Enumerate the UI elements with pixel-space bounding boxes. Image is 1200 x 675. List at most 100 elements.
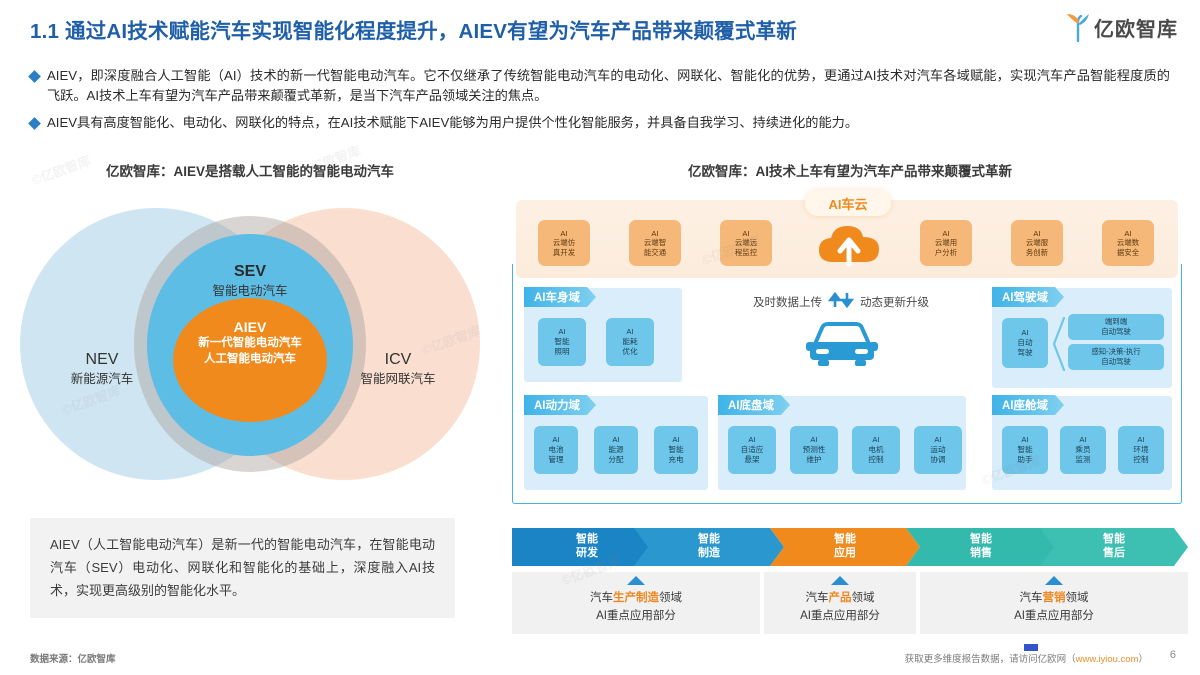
cloud-chip[interactable]: AI 云端数 据安全 [1102, 220, 1154, 266]
chip-line-2: 能耗 [622, 337, 638, 347]
chip-line-1: AI [1137, 435, 1145, 445]
chip-line-3: 悬架 [744, 454, 760, 464]
chip-line-3: 照明 [554, 346, 570, 356]
chip-line-1: AI [942, 228, 950, 238]
domain-chip[interactable]: AI 能耗 优化 [606, 318, 654, 366]
flow-section-title: 亿欧智库：AI技术上车有望为汽车产品带来颠覆式革新 [688, 164, 1012, 179]
chip-line-3: 户分析 [934, 247, 958, 257]
chip-line-1: AI [1033, 228, 1041, 238]
chip-line-3: 分配 [608, 454, 624, 464]
domain-cockpit-tag: AI座舱域 [992, 395, 1064, 415]
callout-highlight: 营销 [1042, 592, 1066, 604]
footer-link[interactable]: www.iyiou.com [1075, 654, 1139, 665]
data-sync-labels: 及时数据上传 动态更新升级 [702, 291, 980, 311]
domain-chip-driving-branch[interactable]: 感知-决策-执行 自动驾驶 [1068, 344, 1164, 370]
domain-chip-driving-main[interactable]: AI 自动 驾驶 [1002, 318, 1048, 368]
chip-line-2: 自动 [1017, 338, 1033, 348]
venn-icv-name: 智能网联汽车 [360, 371, 436, 386]
footer-note: 获取更多维度报告数据，请访问亿欧网（www.iyiou.com） [905, 651, 1148, 665]
domain-chip[interactable]: AI 智能 助手 [1002, 426, 1048, 474]
venn-label-aiev: AIEV 新一代智能电动汽车 人工智能电动汽车 [165, 318, 335, 367]
domain-cockpit: AI座舱域 AI 智能 助手 AI 乘员 监测 AI 环境 控制 [992, 396, 1172, 490]
chip-line-1: AI [1021, 328, 1029, 338]
ai-cloud-tag: AI车云 [805, 190, 891, 216]
chip-line-1: AI [748, 435, 756, 445]
triangle-up-icon [1045, 576, 1063, 585]
domain-chip-driving-branch[interactable]: 端到端 自动驾驶 [1068, 314, 1164, 340]
chip-line-3: 能交通 [643, 247, 667, 257]
venn-nev-name: 新能源汽车 [70, 371, 134, 386]
chip-line-3: 驾驶 [1017, 347, 1033, 357]
chip-line-3: 优化 [622, 346, 638, 356]
domain-power-tag: AI动力域 [524, 395, 596, 415]
venn-aiev-name1: 新一代智能电动汽车 [198, 337, 302, 350]
slide-header: 1.1 通过AI技术赋能汽车实现智能化程度提升，AIEV有望为汽车产品带来颠覆式… [0, 0, 1200, 58]
chain-line-2: 销售 [970, 547, 992, 559]
chip-line-2: 自动驾驶 [1101, 357, 1131, 366]
venn-aiev-name2: 人工智能电动汽车 [204, 352, 296, 365]
chip-line-1: AI [1124, 228, 1132, 238]
domain-chip[interactable]: AI 乘员 监测 [1060, 426, 1106, 474]
leaf-icon [1065, 12, 1091, 43]
chip-line-3: 控制 [868, 454, 884, 464]
domain-chip[interactable]: AI 预测性 维护 [790, 426, 838, 474]
callout-production: 汽车生产制造领域 AI重点应用部分 [512, 572, 760, 634]
chip-line-1: AI [872, 435, 880, 445]
venn-sev-abbr: SEV [233, 263, 266, 280]
footer-note-post: ） [1138, 654, 1148, 665]
cloud-chip[interactable]: AI 云端仿 真开发 [538, 220, 590, 266]
chain-step-application[interactable]: 智能 应用 [770, 528, 920, 566]
chip-line-1: AI [1079, 435, 1087, 445]
domain-chip[interactable]: AI 电池 管理 [534, 426, 578, 474]
chip-line-2: 云端数 [1116, 238, 1140, 248]
upload-label: 及时数据上传 [753, 296, 822, 309]
domain-chip[interactable]: AI 电机 控制 [852, 426, 900, 474]
logo-text: 亿欧智库 [1094, 18, 1178, 41]
flow-frame-border [512, 264, 1182, 504]
chain-line-1: 智能 [698, 533, 720, 546]
venn-sev-name: 智能电动汽车 [212, 283, 288, 298]
cloud-chip[interactable]: AI 云端远 程监控 [720, 220, 772, 266]
callout-post: 领域 [851, 592, 875, 604]
diamond-bullet-icon [28, 117, 41, 130]
domain-chip[interactable]: AI 自适应 悬架 [728, 426, 776, 474]
chain-line-1: 智能 [1103, 533, 1125, 546]
chip-line-2: 电机 [868, 445, 884, 455]
callout-pre: 汽车 [590, 592, 613, 604]
up-down-arrows-icon [827, 291, 855, 311]
chain-step-sales[interactable]: 智能 销售 [906, 528, 1056, 566]
callout-post: 领域 [659, 592, 682, 604]
brand-logo: 亿欧智库 [1065, 12, 1178, 43]
chip-line-2: 运动 [930, 445, 946, 455]
domain-chip[interactable]: AI 智能 照明 [538, 318, 586, 366]
cloud-chip[interactable]: AI 云端智 能交通 [629, 220, 681, 266]
domain-body-tag: AI车身域 [524, 287, 596, 307]
domain-chip[interactable]: AI 能源 分配 [594, 426, 638, 474]
callout-marketing: 汽车营销领域 AI重点应用部分 [920, 572, 1188, 634]
domain-power: AI动力域 AI 电池 管理 AI 能源 分配 AI 智能 充电 [524, 396, 708, 490]
chip-line-1: AI [612, 435, 620, 445]
chip-line-2: 智能 [668, 445, 684, 455]
slide-footer: 数据来源：亿欧智库 获取更多维度报告数据，请访问亿欧网（www.iyiou.co… [0, 641, 1200, 675]
callout-product: 汽车产品领域 AI重点应用部分 [764, 572, 916, 634]
chip-line-3: 真开发 [552, 247, 576, 257]
domain-chip[interactable]: AI 智能 充电 [654, 426, 698, 474]
domain-chip[interactable]: AI 环境 控制 [1118, 426, 1164, 474]
cloud-chip[interactable]: AI 云端服 务创新 [1011, 220, 1063, 266]
chain-step-rd[interactable]: 智能 研发 [512, 528, 662, 566]
triangle-up-icon [627, 576, 645, 585]
chip-line-2: 云端服 [1025, 238, 1049, 248]
chain-step-manufacturing[interactable]: 智能 制造 [634, 528, 784, 566]
chip-line-3: 助手 [1017, 454, 1033, 464]
domain-chip[interactable]: AI 运动 协调 [914, 426, 962, 474]
cloud-chip[interactable]: AI 云端用 户分析 [920, 220, 972, 266]
chain-line-1: 智能 [576, 533, 598, 546]
chain-line-2: 应用 [834, 547, 856, 559]
chip-line-3: 控制 [1133, 454, 1149, 464]
chain-step-aftersales[interactable]: 智能 售后 [1040, 528, 1188, 566]
bullet-text: AIEV具有高度智能化、电动化、网联化的特点，在AI技术赋能下AIEV能够为用户… [47, 114, 859, 130]
callout-pre: 汽车 [805, 592, 829, 604]
chip-line-2: 云端用 [934, 238, 958, 248]
page-number: 6 [1169, 649, 1176, 661]
venn-label-sev: SEV 智能电动汽车 [170, 262, 330, 300]
